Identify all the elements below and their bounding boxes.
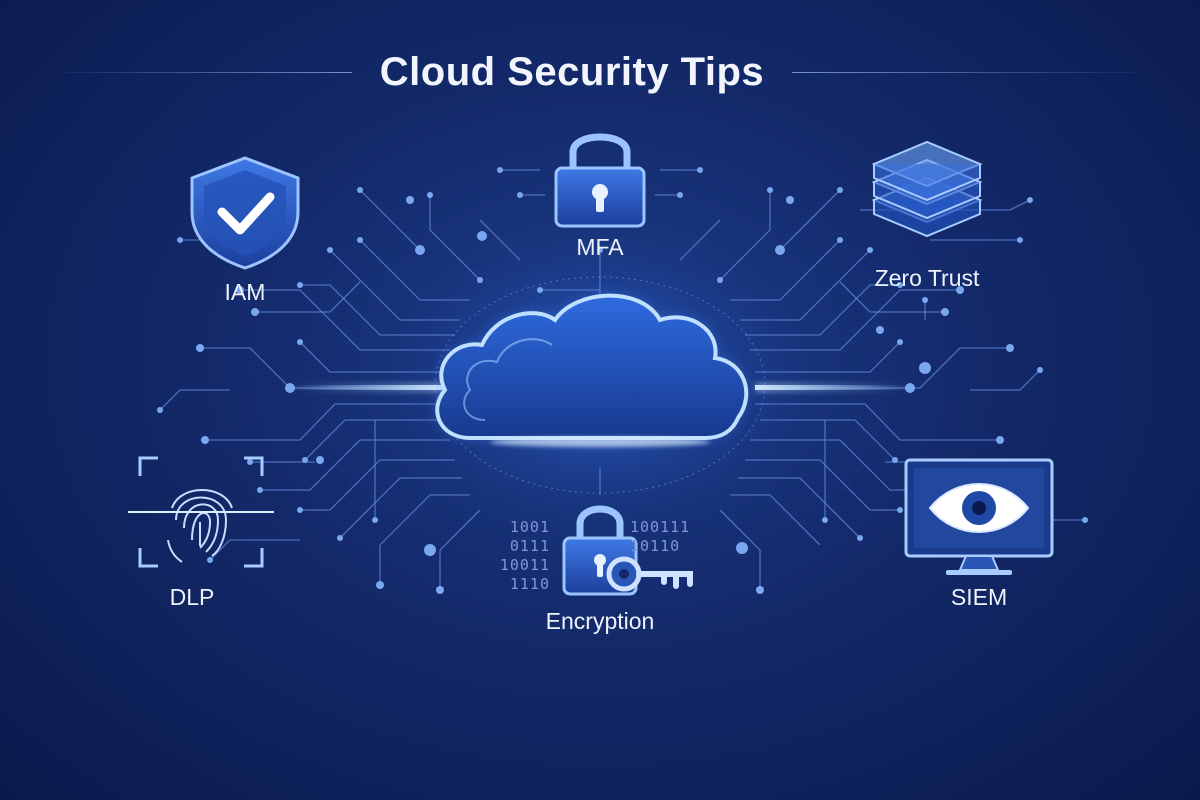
node-label-siem: SIEM [950, 584, 1008, 610]
beam-left-glow [290, 382, 445, 393]
binary-text-left: 1001 0111 10011 1110 [490, 518, 550, 594]
title-divider-left [62, 72, 352, 73]
binary-line: 10011 [499, 556, 550, 574]
binary-line: 1110 [509, 575, 550, 593]
node-label-mfa: MFA [576, 234, 624, 260]
layers-stack-icon [871, 140, 983, 238]
padlock-icon [554, 133, 646, 228]
node-label-dlp: DLP [169, 584, 215, 610]
page-title: Cloud Security Tips [379, 50, 765, 94]
title-bar: Cloud Security Tips [0, 44, 1200, 100]
binary-line: 100111 [630, 518, 691, 536]
node-label-iam: IAM [224, 279, 266, 305]
monitor-eye-icon [904, 458, 1054, 575]
binary-text-right: 100111 10110 [630, 518, 710, 556]
node-label-zero-trust: Zero Trust [874, 265, 980, 291]
binary-line: 0111 [509, 537, 550, 555]
fingerprint-scan-icon [128, 456, 274, 568]
cloud-icon [435, 293, 749, 447]
lock-key-icon [562, 505, 693, 596]
title-divider-right [792, 72, 1137, 73]
binary-line: 1001 [509, 518, 550, 536]
beam-right-glow [755, 382, 910, 393]
circuit-traces [159, 169, 1085, 590]
binary-line: 10110 [630, 537, 681, 555]
node-label-encryption: Encryption [545, 608, 655, 634]
circuit-nodes [157, 167, 1088, 594]
shield-check-icon [190, 156, 300, 270]
